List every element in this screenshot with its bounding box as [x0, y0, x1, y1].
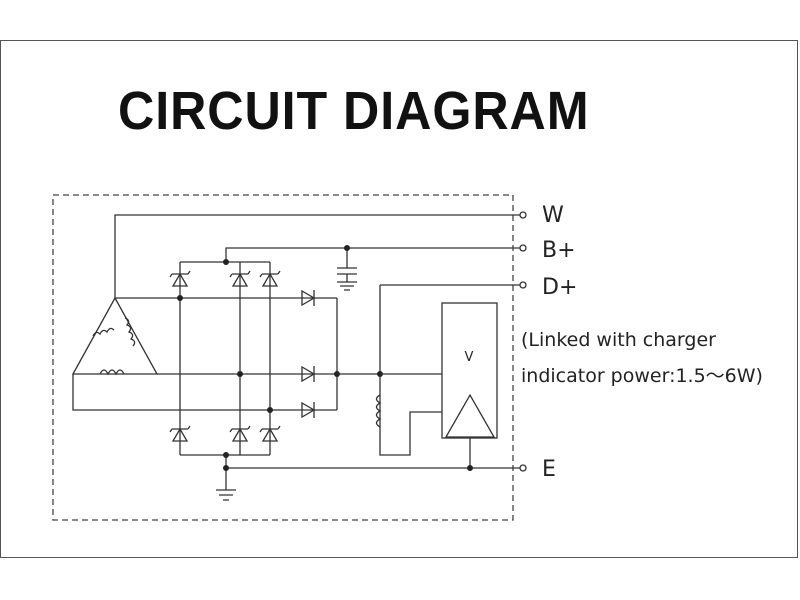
regulator-label: V — [465, 350, 474, 365]
stator-winding — [71, 296, 159, 375]
ground-icon — [216, 489, 236, 501]
capacitor — [337, 248, 357, 291]
phase-line-3 — [72, 374, 337, 411]
page-title: CIRCUIT DIAGRAM — [118, 81, 590, 141]
terminal-e-icon — [519, 464, 527, 472]
diagram-frame — [0, 40, 798, 558]
rectifier-bridge — [179, 262, 271, 455]
terminal-w-icon — [519, 211, 527, 219]
terminal-b-plus-label: B+ — [542, 238, 576, 263]
note-line-2: indicator power:1.5～6W) — [521, 365, 763, 387]
voltage-regulator — [441, 302, 498, 439]
terminal-d-plus-icon — [519, 281, 527, 289]
regulator-triangle — [444, 393, 496, 438]
b-plus-line — [180, 247, 520, 263]
field-coil — [375, 394, 382, 428]
note-line-1: (Linked with charger — [521, 329, 716, 351]
terminal-e-label: E — [542, 457, 556, 482]
d-plus-line — [337, 284, 520, 456]
terminal-d-plus-label: D+ — [542, 275, 577, 300]
terminal-b-plus-icon — [519, 244, 527, 252]
w-line — [114, 214, 520, 298]
alternator-boundary — [52, 194, 514, 521]
terminal-w-label: W — [542, 203, 564, 228]
